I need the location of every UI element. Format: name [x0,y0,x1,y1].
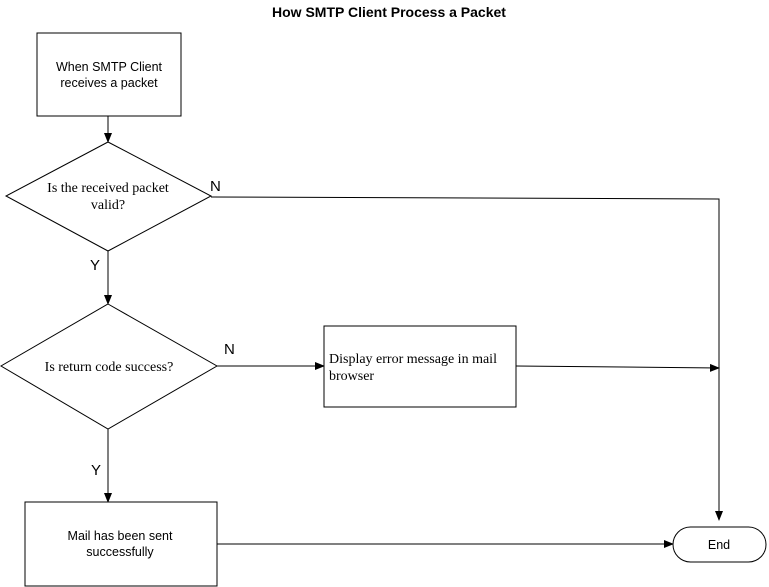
mail-sent-line1: Mail has been sent [68,529,173,543]
error-message-line1: Display error message in mail [329,352,497,367]
error-message-line2: browser [329,369,374,384]
error-message-node: Display error message in mail browser [323,325,517,408]
decision-valid-node: Is the received packet valid? [4,141,213,252]
edge-valid-no-to-end [210,196,723,521]
mail-sent-node: Mail has been sent successfully [24,501,218,587]
diagram-title: How SMTP Client Process a Packet [272,4,506,20]
start-node: When SMTP Client receives a packet [36,32,182,117]
edge-label-return-no: N [224,341,235,358]
start-node-line2: receives a packet [60,76,158,90]
edge-label-return-yes: Y [91,462,101,479]
end-node: End [672,526,767,563]
start-node-line1: When SMTP Client [56,60,163,74]
end-node-label: End [708,538,730,552]
decision-valid-line1: Is the received packet [47,181,169,196]
decision-valid-line2: valid? [91,198,125,213]
edge-error-to-merge [515,363,720,372]
decision-return-line1: Is return code success? [45,360,174,375]
edge-label-valid-no: N [210,178,221,195]
decision-return-node: Is return code success? [0,303,219,430]
mail-sent-line2: successfully [86,545,154,559]
edge-label-valid-yes: Y [90,257,100,274]
